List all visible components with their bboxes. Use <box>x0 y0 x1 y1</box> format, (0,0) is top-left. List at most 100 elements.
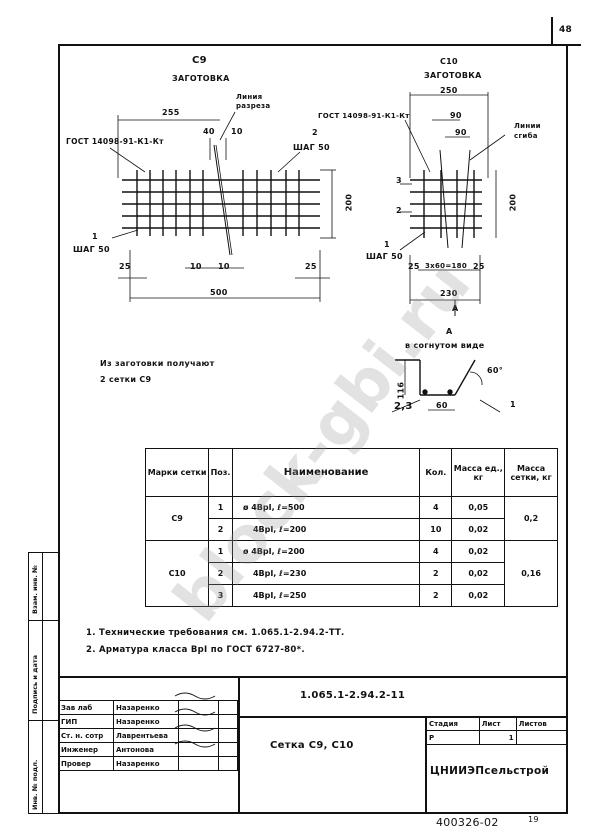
stamp-person: Антонова <box>113 742 179 757</box>
table-row: 3 4ВрI, ℓ=250 2 0,02 <box>146 584 558 607</box>
detail-pos1: 1 <box>510 400 516 409</box>
c9-step50-bottom: ШАГ 50 <box>73 245 110 254</box>
c9-pos1: 1 <box>92 232 98 241</box>
side-strip-divider <box>28 620 58 621</box>
note-2: 2. Арматура класса ВрI по ГОСТ 6727-80*. <box>86 645 305 655</box>
stamp-vline <box>238 676 240 814</box>
stamp-sign <box>178 742 219 757</box>
drawing-frame <box>58 44 568 814</box>
stamp-sheets-label: Листов <box>515 716 569 731</box>
c9-dim-200: 200 <box>344 193 354 212</box>
spec-qty: 10 <box>419 518 453 541</box>
stamp-person: Лаврентьева <box>113 728 179 743</box>
c10-dim-200: 200 <box>508 193 518 212</box>
c10-gost: ГОСТ 14098-91-К1-Кт <box>318 112 410 120</box>
stamp-sign <box>178 700 219 715</box>
table-row: С9 1 ø 4ВрI, ℓ=500 4 0,05 0,2 <box>144 496 558 541</box>
spec-header-qty: Кол. <box>419 448 453 497</box>
spec-mass: 0,02 <box>451 562 506 585</box>
side-strip-divider <box>42 552 43 814</box>
bottom-code: 400326-02 <box>436 816 499 829</box>
stamp-role: Провер <box>58 756 114 771</box>
c10-dim-25-right: 25 <box>473 262 485 271</box>
detail-mark: А <box>446 327 453 336</box>
c9-cut-line: Линия разреза <box>236 93 271 110</box>
c9-dim-40: 40 <box>203 127 215 136</box>
c10-title: С10 <box>440 57 458 66</box>
stamp-org: ЦНИИЭПсельстрой <box>430 765 550 777</box>
c10-pos2: 2 <box>396 206 402 215</box>
page-number: 48 <box>559 25 573 35</box>
c10-dim-90a: 90 <box>450 111 462 120</box>
spec-qty: 4 <box>419 540 453 563</box>
blank-note: Из заготовки получают 2 сетки С9 <box>100 359 215 384</box>
stamp-role: Ст. н. сотр <box>58 728 114 743</box>
c9-dim-500: 500 <box>210 288 228 297</box>
table-row: С10 1 ø 4ВрI, ℓ=200 4 0,02 0,16 <box>144 540 558 607</box>
c10-section-mark: А <box>452 304 459 313</box>
spec-table: Марки сетки Поз. Наименование Кол. Масса… <box>144 448 558 607</box>
stamp-role: Инженер <box>58 742 114 757</box>
c9-dim-10-bottom-1: 10 <box>190 262 202 271</box>
stamp-hline <box>238 716 568 718</box>
bottom-number: 19 <box>528 815 539 824</box>
c10-subtitle: ЗАГОТОВКА <box>424 71 482 80</box>
spec-qty: 4 <box>419 496 453 519</box>
stamp-date <box>218 714 238 729</box>
stamp-doc-title: Сетка С9, С10 <box>270 740 354 751</box>
spec-header-total: Масса сетки, кг <box>504 448 558 497</box>
c9-dim-25-right: 25 <box>305 262 317 271</box>
spec-header-pos: Поз. <box>208 448 233 497</box>
c9-gost: ГОСТ 14098-91-К1-Кт <box>66 137 164 146</box>
detail-title: в согнутом виде <box>405 341 485 350</box>
note-1: 1. Технические требования см. 1.065.1-2.… <box>86 628 345 638</box>
side-strip <box>28 552 58 814</box>
stamp-date <box>218 700 238 715</box>
c9-pos2: 2 <box>312 128 318 137</box>
side-label-inv: Инв. № подл. <box>31 759 39 810</box>
spec-total: 0,2 <box>504 496 558 541</box>
c9-step50-top: ШАГ 50 <box>293 143 330 152</box>
detail-pos23: 2,3 <box>394 401 413 412</box>
detail-angle: 60° <box>487 366 504 375</box>
c9-dim-10-bottom-2: 10 <box>218 262 230 271</box>
c10-step50: ШАГ 50 <box>366 252 403 261</box>
spec-mass: 0,05 <box>451 496 506 519</box>
spec-total: 0,16 <box>504 540 558 607</box>
stamp-date <box>218 756 238 771</box>
stamp-code: 1.065.1-2.94.2-11 <box>300 690 406 701</box>
spec-mark: С10 <box>144 540 210 607</box>
c10-dim-250: 250 <box>440 86 458 95</box>
spec-name: 4ВрI, ℓ=250 <box>231 584 421 607</box>
c10-fold-line: Линии сгиба <box>514 122 541 140</box>
spec-header-mark: Марки сетки <box>144 448 210 497</box>
c10-mesh <box>399 92 506 316</box>
stamp-sheets <box>515 730 569 745</box>
stamp-sheet: 1 <box>478 730 517 745</box>
stamp-stage-label: Стадия <box>426 716 480 731</box>
stamp-sheet-label: Лист <box>478 716 517 731</box>
spec-header-mass: Масса ед., кг <box>451 448 506 497</box>
c9-subtitle: ЗАГОТОВКА <box>172 74 230 83</box>
c10-pos1: 1 <box>384 240 390 249</box>
spec-mark: С9 <box>144 496 210 541</box>
stamp-stage: Р <box>426 730 480 745</box>
stamp-person: Назаренко <box>113 756 179 771</box>
spec-mass: 0,02 <box>451 584 506 607</box>
c10-dim-25-left: 25 <box>408 262 420 271</box>
stamp-role: Зав лаб <box>58 700 114 715</box>
spec-header-name: Наименование <box>231 448 421 497</box>
stamp-person: Назаренко <box>113 714 179 729</box>
spec-mass: 0,02 <box>451 518 506 541</box>
c9-dim-25-left: 25 <box>119 262 131 271</box>
c9-dim-255: 255 <box>162 108 180 117</box>
c9-title: С9 <box>192 55 207 66</box>
side-label-replace: Взам. инв. № <box>31 565 39 614</box>
